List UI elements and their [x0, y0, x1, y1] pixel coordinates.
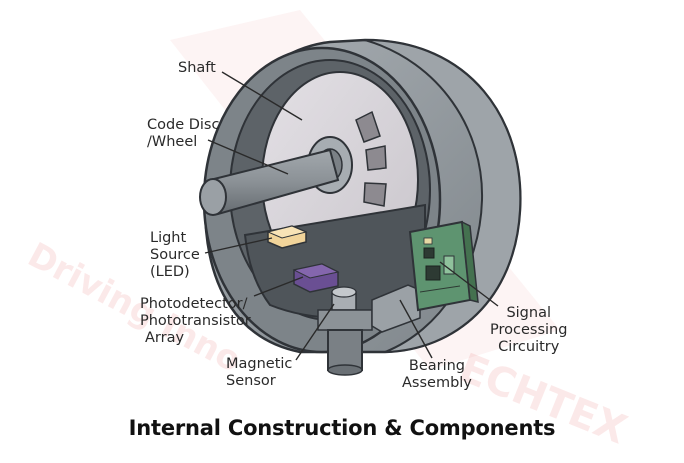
- label-photodetector-line-3: Array: [145, 330, 185, 346]
- label-code-disc-line-2: /Wheel: [147, 134, 198, 150]
- label-signal-processing-line-3: Circuitry: [498, 339, 560, 355]
- label-light-source: Light Source (LED): [150, 230, 200, 281]
- label-signal-processing: Signal Processing Circuitry: [490, 305, 567, 356]
- label-signal-processing-line-1: Signal: [506, 305, 551, 321]
- label-shaft: Shaft: [178, 60, 216, 77]
- diagram-caption: Internal Construction & Components: [128, 416, 556, 440]
- label-light-source-line-1: Light: [150, 230, 187, 246]
- label-signal-processing-line-2: Processing: [490, 322, 568, 338]
- sensor-mount: [317, 309, 373, 331]
- label-bearing-assembly-line-2: Assembly: [402, 375, 472, 391]
- label-bearing-assembly: Bearing Assembly: [402, 358, 472, 392]
- housing-rim-band: [364, 39, 522, 353]
- sensor-stem: [327, 329, 363, 371]
- leader-shaft: [221, 71, 303, 121]
- bearing-assembly: [371, 284, 421, 333]
- leader-bearing: [399, 299, 433, 359]
- label-light-source-line-2: Source: [150, 247, 200, 263]
- label-bearing-assembly-line-1: Bearing: [408, 358, 466, 374]
- label-code-disc: Code Disc /Wheel: [147, 117, 219, 151]
- label-photodetector-line-2: Phototransistor: [140, 313, 251, 329]
- label-magnetic-sensor-line-2: Sensor: [226, 373, 276, 389]
- leader-code-disc: [207, 139, 289, 175]
- disc-slot: [363, 182, 387, 207]
- label-shaft-line: Shaft: [178, 60, 216, 76]
- label-photodetector: Photodetector/ Phototransistor Array: [140, 296, 251, 347]
- disc-slot: [365, 145, 387, 171]
- label-photodetector-line-1: Photodetector/: [140, 296, 248, 312]
- label-magnetic-sensor-line-1: Magnetic: [226, 356, 293, 372]
- leader-signal: [439, 261, 499, 307]
- shaft-end: [199, 178, 227, 216]
- leader-photodetector: [253, 276, 304, 297]
- label-code-disc-line-1: Code Disc: [147, 117, 220, 133]
- leader-light-source: [204, 237, 273, 254]
- label-light-source-line-3: (LED): [150, 264, 190, 280]
- leader-magnetic-sensor: [295, 303, 335, 361]
- disc-slot: [355, 110, 381, 143]
- label-magnetic-sensor: Magnetic Sensor: [226, 356, 292, 390]
